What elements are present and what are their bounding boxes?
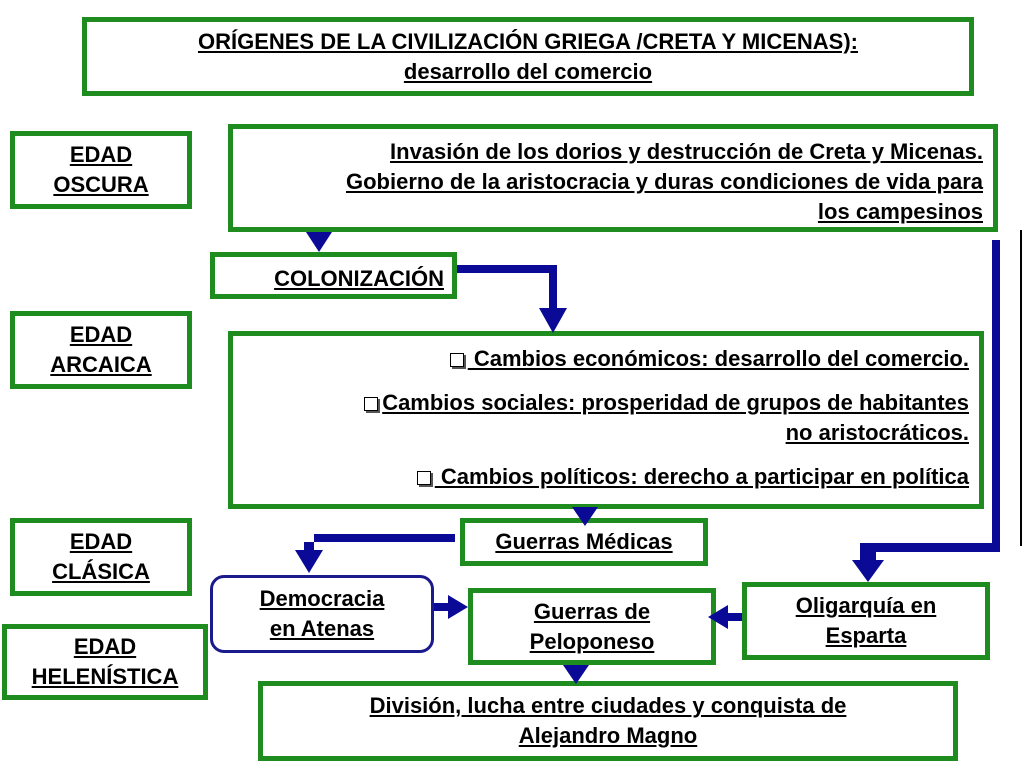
title-line-1: ORÍGENES DE LA CIVILIZACIÓN GRIEGA /CRET… (197, 28, 859, 54)
peloponeso-line-1: Guerras de (533, 598, 651, 624)
arrow-colonizacion-to-cambios (457, 265, 567, 333)
colonizacion-box: COLONIZACIÓN (210, 252, 457, 299)
edge-divider-line (1020, 230, 1022, 546)
guerras-medicas-box: Guerras Médicas (460, 518, 708, 566)
cambios-sociales-line-2: no aristocráticos. (785, 420, 969, 445)
democracia-line-1: Democracia (259, 586, 385, 611)
age-helenistica-line-1: EDAD (73, 634, 137, 659)
checkbox-icon (449, 353, 464, 367)
arrow-invasion-to-colonizacion (306, 232, 332, 252)
peloponeso-line-2: Peloponeso (529, 628, 655, 654)
oligarquia-line-2: Esparta (825, 623, 907, 648)
age-oscura-line-2: OSCURA (53, 172, 149, 197)
arrow-democracia-to-peloponeso (434, 595, 468, 619)
age-arcaica-line-1: EDAD (69, 322, 133, 347)
cambios-politicos-text: Cambios políticos: derecho a participar … (434, 464, 969, 489)
cambios-economicos: Cambios económicos: desarrollo del comer… (243, 344, 969, 374)
age-oscura-box: EDAD OSCURA (10, 131, 192, 209)
title-box: ORÍGENES DE LA CIVILIZACIÓN GRIEGA /CRET… (82, 17, 974, 96)
democracia-line-2: en Atenas (269, 616, 375, 641)
oligarquia-box: Oligarquía en Esparta (742, 582, 990, 660)
cambios-sociales-text: Cambios sociales: prosperidad de grupos … (382, 390, 969, 415)
peloponeso-box: Guerras de Peloponeso (468, 588, 716, 665)
oligarquia-line-1: Oligarquía en (795, 593, 937, 618)
age-clasica-line-2: CLÁSICA (52, 559, 150, 584)
age-arcaica-box: EDAD ARCAICA (10, 311, 192, 389)
age-helenistica-line-2: HELENÍSTICA (31, 664, 179, 689)
invasion-line-3: los campesinos (817, 199, 983, 224)
invasion-box: Invasión de los dorios y destrucción de … (228, 124, 998, 232)
cambios-economicos-text: Cambios económicos: desarrollo del comer… (467, 346, 969, 371)
arrow-guerras-medicas-to-democracia (295, 534, 455, 573)
division-line-2: Alejandro Magno (518, 723, 698, 748)
democracia-box: Democracia en Atenas (210, 575, 434, 653)
cambios-box: Cambios económicos: desarrollo del comer… (228, 331, 984, 509)
age-arcaica-line-2: ARCAICA (50, 352, 152, 377)
checkbox-icon (416, 471, 431, 485)
title-line-2: desarrollo del comercio (403, 58, 653, 84)
invasion-line-1: Invasión de los dorios y destrucción de … (390, 139, 983, 164)
checkbox-icon (364, 397, 379, 411)
age-clasica-box: EDAD CLÁSICA (10, 518, 192, 596)
guerras-medicas-label: Guerras Médicas (495, 529, 673, 554)
colonizacion-label: COLONIZACIÓN (274, 266, 444, 291)
division-box: División, lucha entre ciudades y conquis… (258, 681, 958, 761)
cambios-sociales: Cambios sociales: prosperidad de grupos … (243, 388, 969, 418)
invasion-line-2: Gobierno de la aristocracia y duras cond… (345, 169, 983, 194)
age-clasica-line-1: EDAD (69, 529, 133, 554)
division-line-1: División, lucha entre ciudades y conquis… (369, 693, 847, 718)
age-oscura-line-1: EDAD (69, 142, 133, 167)
cambios-politicos: Cambios políticos: derecho a participar … (243, 462, 969, 492)
age-helenistica-box: EDAD HELENÍSTICA (2, 624, 208, 700)
